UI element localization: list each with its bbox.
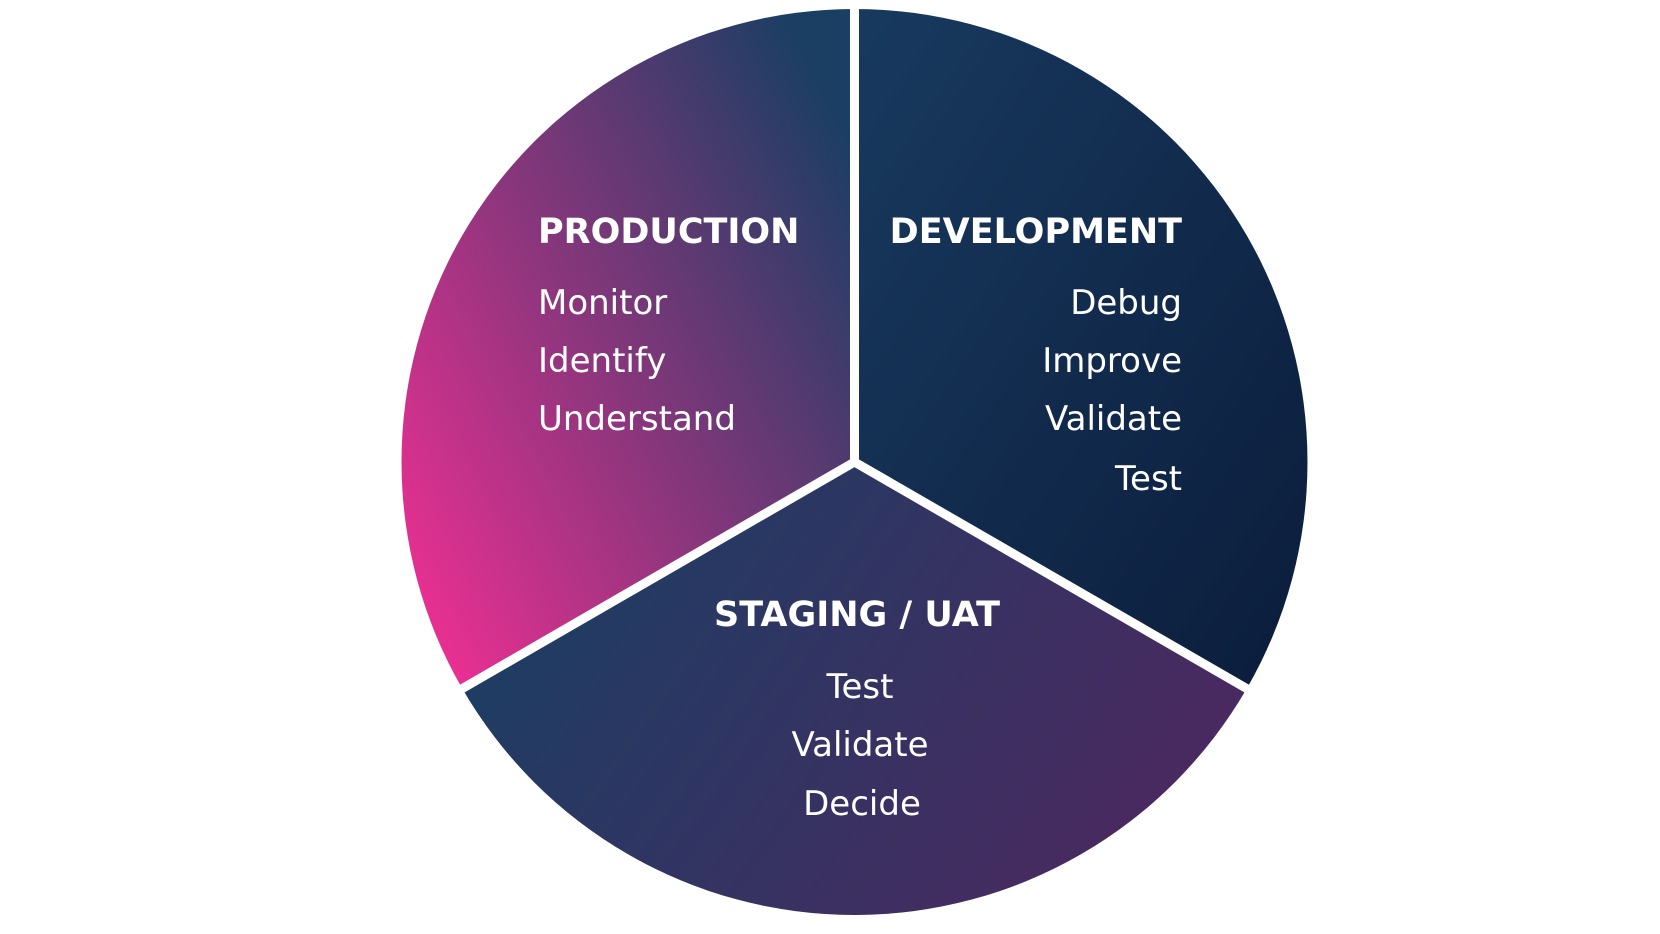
- development-title: DEVELOPMENT: [890, 212, 1182, 252]
- development-segment: [854, 9, 1308, 689]
- production-item: Identify: [538, 341, 666, 381]
- staging-segment: [462, 462, 1247, 915]
- staging-label-group: STAGING / UAT Test Validate Decide: [714, 595, 1000, 824]
- development-item: Improve: [1042, 341, 1182, 381]
- production-segment: [401, 9, 855, 689]
- separator-right: [852, 458, 1260, 699]
- production-label-group: PRODUCTION Monitor Identify Understand: [538, 212, 799, 439]
- separator-left: [449, 458, 857, 699]
- development-item: Debug: [1070, 283, 1182, 323]
- production-item: Monitor: [538, 283, 667, 323]
- staging-item: Decide: [803, 784, 921, 824]
- segment-separators: [449, 0, 1260, 699]
- development-item: Validate: [1045, 399, 1182, 439]
- production-title: PRODUCTION: [538, 212, 799, 252]
- production-item: Understand: [538, 399, 736, 439]
- staging-item: Validate: [791, 725, 928, 765]
- staging-title: STAGING / UAT: [714, 595, 1000, 635]
- staging-item: Test: [826, 667, 894, 707]
- development-label-group: DEVELOPMENT Debug Improve Validate Test: [890, 212, 1182, 499]
- development-item: Test: [1114, 459, 1182, 499]
